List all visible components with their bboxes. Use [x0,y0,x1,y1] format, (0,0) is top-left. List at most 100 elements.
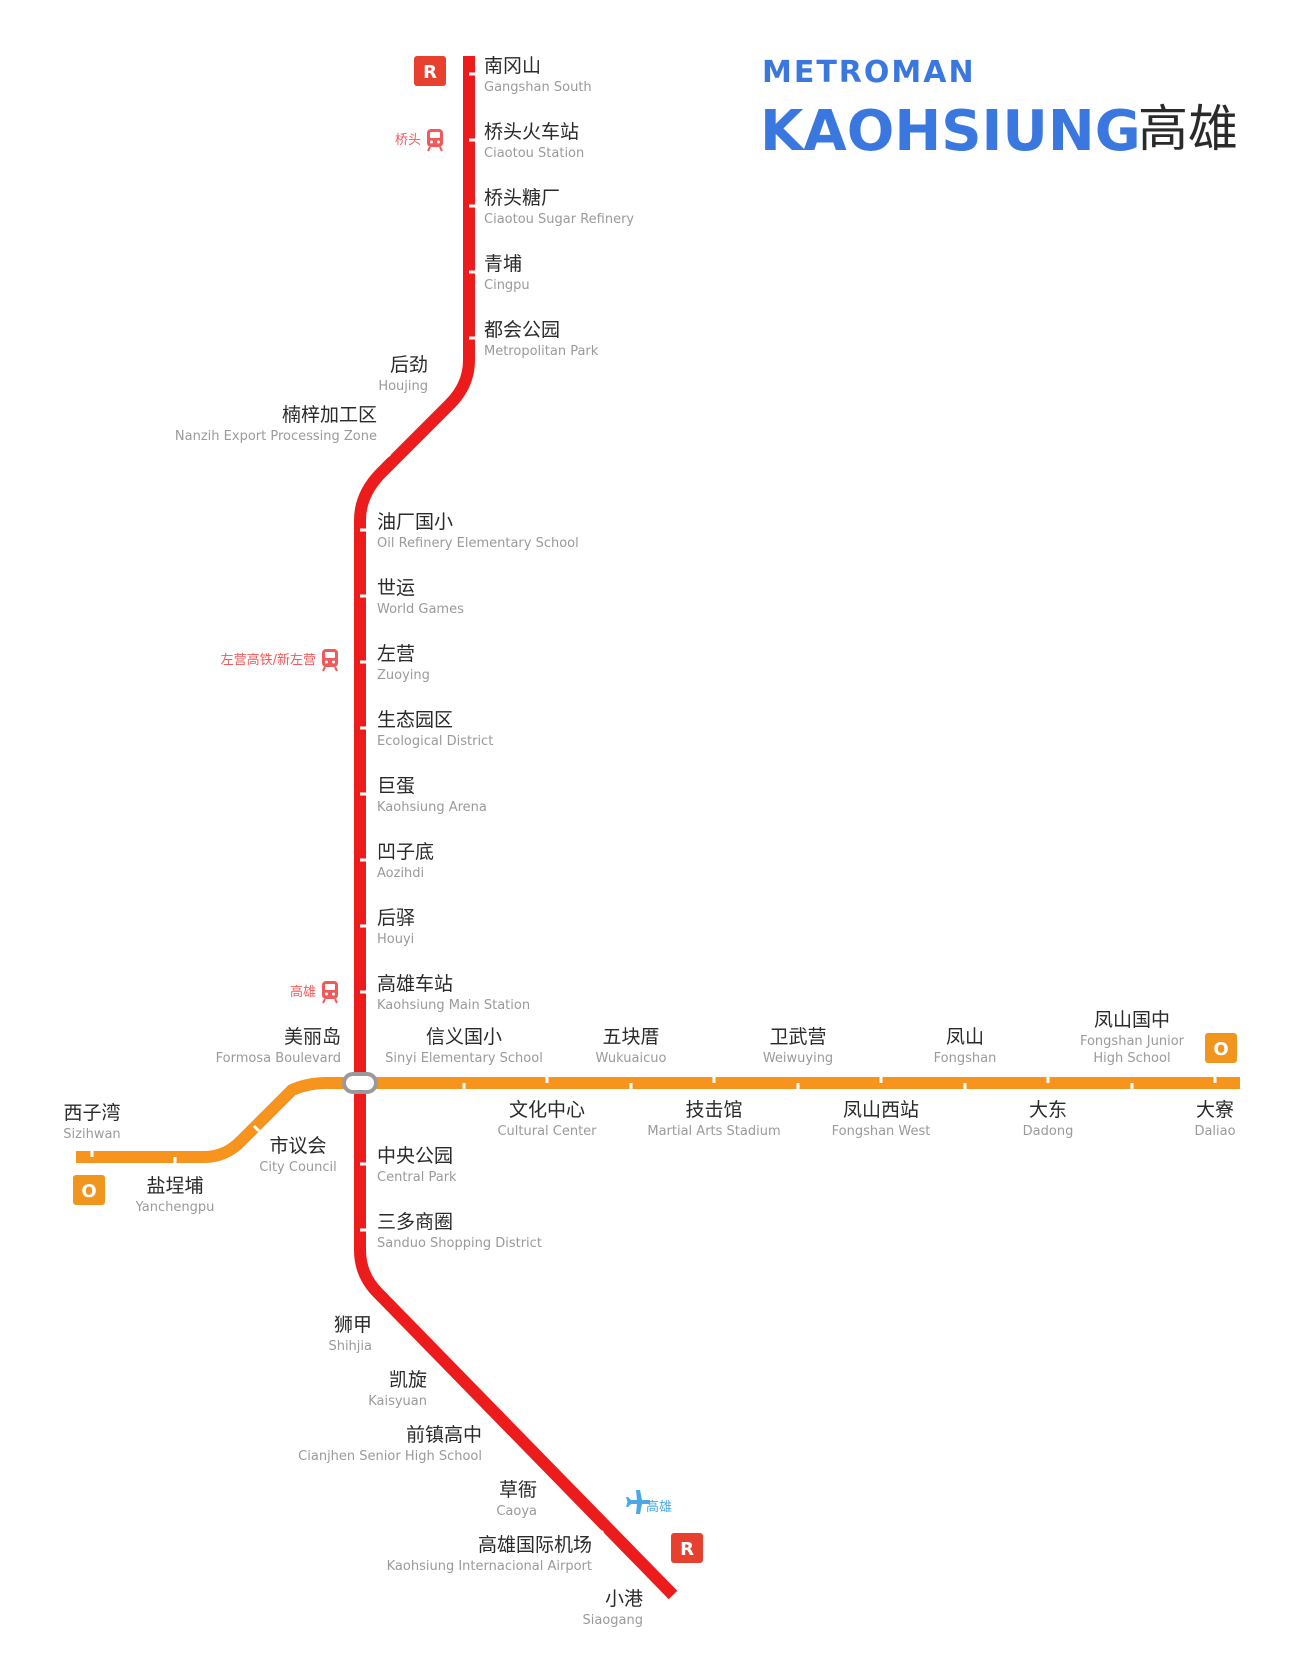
station-world-games[interactable]: 世运 World Games [377,577,464,617]
red-station-ticks [360,72,605,1539]
station-name-en: Daliao [1194,1124,1235,1139]
station-name-en: Cultural Center [497,1124,597,1139]
station-name-en: Kaohsiung Internacional Airport [387,1559,592,1574]
station-wukuaicuo[interactable]: 五块厝 Wukuaicuo [596,1026,667,1066]
station-name-en: City Council [259,1160,337,1175]
station-name-en: Fongshan West [832,1124,931,1139]
station-name-zh: 狮甲 [334,1314,372,1336]
station-name-en: Oil Refinery Elementary School [377,536,579,551]
station-kaohsiung-main-station[interactable]: 高雄车站 Kaohsiung Main Station [377,973,530,1013]
station-daliao[interactable]: 大寮 Daliao [1194,1099,1235,1139]
station-name-zh: 后驿 [377,907,415,929]
station-nanzih-export-processing-zone[interactable]: 楠梓加工区 Nanzih Export Processing Zone [175,404,377,444]
railway-transfer-label: 高雄 [290,984,316,1000]
railway-transfer-kaohsiung[interactable]: 高雄 [290,981,338,1004]
station-caoya[interactable]: 草衙 Caoya [496,1479,537,1519]
station-name-en: Wukuaicuo [596,1051,667,1066]
railway-transfer-zuoying-hsr[interactable]: 左营高铁/新左营 [221,649,338,672]
station-dadong[interactable]: 大东 Dadong [1023,1099,1074,1139]
station-name-zh: 大寮 [1196,1099,1234,1121]
station-city-council[interactable]: 市议会 City Council [259,1135,337,1175]
station-ciaotou-sugar-refinery[interactable]: 桥头糖厂 Ciaotou Sugar Refinery [484,187,634,227]
station-name-en: Cianjhen Senior High School [298,1449,482,1464]
station-name-zh: 左营 [377,643,415,665]
station-formosa-boulevard[interactable]: 美丽岛 Formosa Boulevard [216,1026,341,1066]
station-sizihwan[interactable]: 西子湾 Sizihwan [63,1102,120,1142]
station-houyi[interactable]: 后驿 Houyi [377,907,415,947]
station-name-en: World Games [377,602,464,617]
station-martial-arts-stadium[interactable]: 技击馆 Martial Arts Stadium [647,1099,780,1139]
station-name-en: Weiwuying [763,1051,833,1066]
station-name-en: Dadong [1023,1124,1074,1139]
city-name-en: KAOHSIUNG [760,99,1141,164]
station-name-zh: 技击馆 [685,1099,742,1121]
station-name-zh: 草衙 [499,1479,537,1501]
station-name-en: Ciaotou Sugar Refinery [484,212,634,227]
railway-transfer-label: 左营高铁/新左营 [221,652,316,668]
airplane-icon [626,1490,650,1514]
station-name-zh: 凹子底 [377,841,434,863]
brand-label: METROMAN [762,55,976,90]
station-name-en: Sinyi Elementary School [385,1051,543,1066]
station-name-zh: 凤山国中 [1094,1009,1170,1031]
station-sanduo-shopping-district[interactable]: 三多商圈 Sanduo Shopping District [377,1211,542,1251]
station-metropolitan-park[interactable]: 都会公园 Metropolitan Park [484,319,599,359]
orange-line-badge-east[interactable]: O [1205,1033,1237,1063]
station-name-en: Siaogang [583,1613,644,1628]
station-cultural-center[interactable]: 文化中心 Cultural Center [497,1099,597,1139]
station-name-en: Formosa Boulevard [216,1051,341,1066]
badge-bg [73,1175,105,1205]
city-name-zh: 高雄 [1138,100,1238,158]
airport-transfer[interactable]: 高雄 [626,1490,672,1515]
station-name-en: Ciaotou Station [484,146,584,161]
station-shihjia[interactable]: 狮甲 Shihjia [328,1314,372,1354]
red-line-badge-north[interactable]: R [414,56,446,86]
station-name-zh: 中央公园 [377,1145,453,1167]
station-tick [595,1529,605,1539]
station-name-en: Yanchengpu [135,1200,215,1215]
station-name-zh: 生态园区 [377,709,453,731]
station-name-zh: 油厂国小 [377,511,453,533]
orange-line-badge-west[interactable]: O [73,1175,105,1205]
station-name-zh: 美丽岛 [284,1026,341,1048]
station-name-zh: 小港 [605,1588,643,1610]
station-name-zh: 市议会 [269,1135,326,1157]
station-tick [252,1124,261,1133]
station-oil-refinery-elementary-school[interactable]: 油厂国小 Oil Refinery Elementary School [377,511,579,551]
station-tick [430,390,439,399]
interchange-marker[interactable] [342,1072,378,1094]
station-fongshan-junior-high-school[interactable]: 凤山国中 Fongshan Junior High School [1080,1009,1185,1066]
red-line-badge-south[interactable]: R [671,1533,703,1563]
station-siaogang[interactable]: 小港 Siaogang [583,1588,644,1628]
station-name-zh: 南冈山 [484,55,541,77]
station-kaohsiung-arena[interactable]: 巨蛋 Kaohsiung Arena [377,775,487,815]
train-icon [322,649,338,672]
station-name-zh: 桥头糖厂 [484,187,560,209]
badge-label: O [81,1181,96,1202]
station-name-en: Ecological District [377,734,493,749]
station-name-en: Fongshan [934,1051,997,1066]
station-ciaotou-station[interactable]: 桥头火车站 Ciaotou Station [484,121,584,161]
station-zuoying[interactable]: 左营 Zuoying [377,643,430,683]
station-cianjhen-senior-high-school[interactable]: 前镇高中 Cianjhen Senior High School [298,1424,482,1464]
station-central-park[interactable]: 中央公园 Central Park [377,1145,457,1185]
station-aozihdi[interactable]: 凹子底 Aozihdi [377,841,434,881]
station-cingpu[interactable]: 青埔 Cingpu [484,253,530,293]
badge-bg [1205,1033,1237,1063]
station-name-en: Fongshan Junior [1080,1034,1185,1049]
station-gangshan-south[interactable]: 南冈山 Gangshan South [484,55,592,95]
orange-line [76,1077,1240,1163]
station-sinyi-elementary-school[interactable]: 信义国小 Sinyi Elementary School [385,1026,543,1066]
badge-label: O [1213,1039,1228,1060]
station-fongshan-west[interactable]: 凤山西站 Fongshan West [832,1099,931,1139]
station-houjing[interactable]: 后劲 Houjing [378,354,428,394]
badge-label: R [423,62,437,83]
station-ecological-district[interactable]: 生态园区 Ecological District [377,709,493,749]
station-yanchengpu[interactable]: 盐埕埔 Yanchengpu [135,1175,215,1215]
railway-transfer-ciaotou[interactable]: 桥头 [395,129,443,152]
station-kaohsiung-international-airport[interactable]: 高雄国际机场 Kaohsiung Internacional Airport [387,1534,592,1574]
station-weiwuying[interactable]: 卫武营 Weiwuying [763,1026,833,1066]
station-kaisyuan[interactable]: 凯旋 Kaisyuan [368,1369,427,1409]
station-fongshan[interactable]: 凤山 Fongshan [934,1026,997,1066]
